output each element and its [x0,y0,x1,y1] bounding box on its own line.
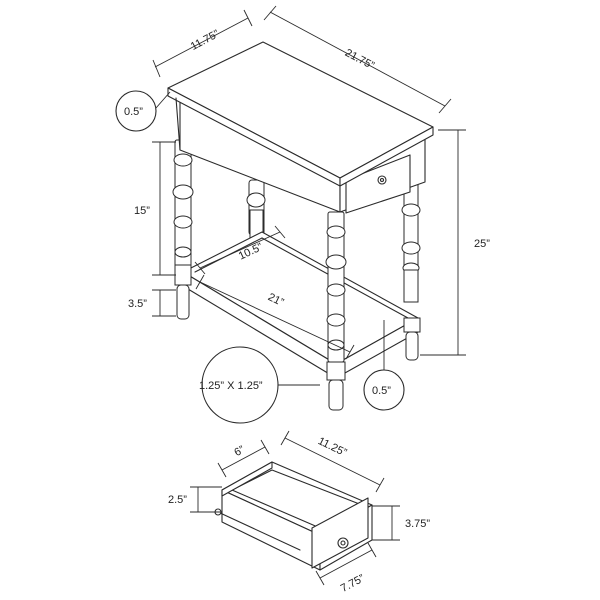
dim-shelf-depth-line [194,225,286,275]
label-shelf-thickness: 0.5” [372,385,391,397]
front-left-leg [172,139,194,320]
dim-depth-line [152,9,253,78]
back-left-leg [246,179,266,241]
label-drawer-depth: 6” [232,444,247,459]
dim-drawer-width-line [280,430,385,493]
dim-width-line [263,5,452,114]
front-right-leg [325,211,347,411]
back-right-foot [403,317,421,361]
drawer-drawing [214,461,373,571]
table-drawer-front [345,154,411,214]
label-leg-upper: 15” [134,205,150,217]
dim-drawer-inner-height-line [190,486,222,513]
label-leg-lower: 3.5” [128,298,147,310]
dim-shelf-thickness-leader [363,320,405,411]
label-drawer-front-width: 7.75” [339,572,367,595]
dim-leg-upper-line [152,141,176,276]
label-drawer-front-height: 3.75” [405,518,430,530]
dim-top-thickness-leader [115,90,171,132]
dim-height-line [420,129,466,356]
back-right-leg [401,179,421,303]
label-width: 21.75” [343,47,376,72]
label-height: 25” [474,238,490,250]
dim-shelf-width-line [195,274,355,360]
table-drawing [115,5,466,424]
label-depth: 11.75” [189,28,222,53]
dim-drawer-front-height-line [372,505,400,541]
dim-drawer-front-width-line [315,542,377,586]
dim-leg-lower-line [152,289,176,317]
dim-leg-section-callout [201,346,320,424]
label-leg-section: 1.25” X 1.25” [199,380,263,392]
label-top-thickness: 0.5” [124,106,143,118]
dim-drawer-depth-line [217,439,270,478]
tabletop [167,41,434,187]
label-drawer-inner-height: 2.5” [168,494,187,506]
